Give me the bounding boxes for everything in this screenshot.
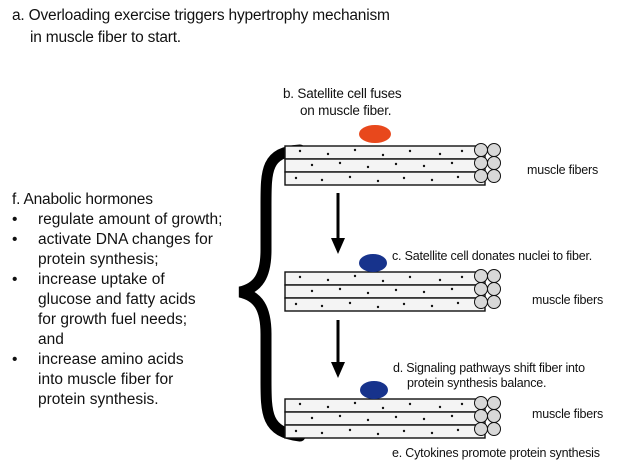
fiber-label-2: muscle fibers	[532, 293, 604, 307]
muscle-fiber-bundle-3	[284, 396, 501, 439]
step-a-line2: in muscle fiber to start.	[30, 29, 181, 46]
step-d-line1: d. Signaling pathways shift fiber into	[393, 361, 585, 375]
fiber-label-3: muscle fibers	[532, 407, 604, 421]
bullet-icon: •	[12, 211, 18, 228]
hormones-item-line: • increase uptake of	[12, 270, 222, 290]
satellite-cell-fused-2	[360, 381, 388, 399]
step-b-line1: b. Satellite cell fuses	[283, 86, 402, 101]
hormones-item-text: protein synthesis;	[38, 251, 159, 268]
hormones-item-text: protein synthesis.	[38, 391, 159, 408]
step-e-label: e. Cytokines promote protein synthesis	[392, 446, 600, 460]
hormones-list: • regulate amount of growth; • activate DNA…	[12, 210, 222, 410]
hormones-item-line: glucose and fatty acids	[12, 290, 222, 310]
hormones-item-text: for growth fuel needs;	[38, 311, 188, 328]
satellite-cell-fused-1	[359, 254, 387, 272]
hormones-item-text: regulate amount of growth;	[38, 211, 223, 228]
hormones-item-line: and	[12, 330, 222, 350]
step-b-line2: on muscle fiber.	[300, 103, 392, 118]
step-c-label: c. Satellite cell donates nuclei to fibe…	[392, 249, 593, 263]
hormones-item-line: • regulate amount of growth;	[12, 210, 222, 230]
hormones-item-text: glucose and fatty acids	[38, 291, 196, 308]
muscle-fiber-bundle-2	[284, 269, 501, 312]
hormones-item-line: • activate DNA changes for	[12, 230, 222, 250]
hormones-item-line: protein synthesis;	[12, 250, 222, 270]
hormones-item-text: and	[38, 331, 64, 348]
bullet-icon: •	[12, 271, 18, 288]
fiber-label-1: muscle fibers	[527, 163, 599, 177]
hormones-item-text: increase uptake of	[38, 271, 165, 288]
bullet-icon: •	[12, 231, 18, 248]
hormones-item-text: activate DNA changes for	[38, 231, 213, 248]
arrow-down-2	[331, 320, 345, 378]
bullet-icon: •	[12, 351, 18, 368]
hormones-item-text: into muscle fiber for	[38, 371, 174, 388]
step-d-line2: protein synthesis balance.	[407, 376, 547, 390]
hormones-title: f. Anabolic hormones	[12, 191, 153, 208]
hormones-item-text: increase amino acids	[38, 351, 184, 368]
curly-brace	[238, 144, 306, 442]
hormones-item-line: protein synthesis.	[12, 390, 222, 410]
muscle-fiber-bundle-1	[284, 143, 501, 186]
hormones-item-line: into muscle fiber for	[12, 370, 222, 390]
hormones-item-line: • increase amino acids	[12, 350, 222, 370]
arrow-down-1	[331, 193, 345, 254]
hormones-item-line: for growth fuel needs;	[12, 310, 222, 330]
satellite-cell-start	[359, 125, 391, 143]
step-a-line1: a. Overloading exercise triggers hypertr…	[12, 7, 390, 24]
